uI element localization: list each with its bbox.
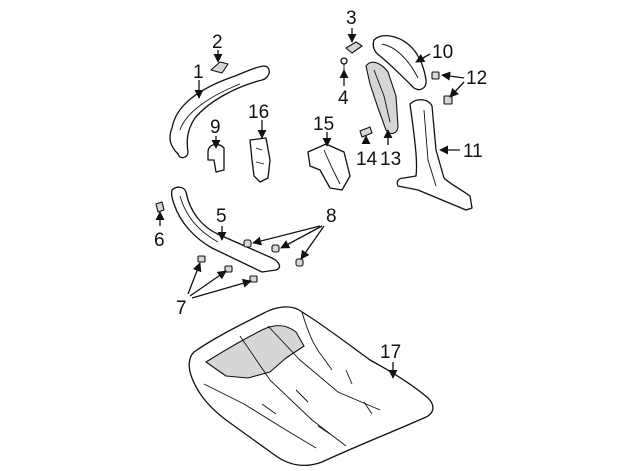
part-13-pillar-garnish bbox=[365, 61, 399, 135]
callout-labels: 1 2 3 4 5 6 7 8 9 10 11 12 13 14 15 16 1… bbox=[154, 8, 487, 363]
part-12-clips bbox=[431, 71, 453, 105]
part-3-clip bbox=[345, 41, 363, 54]
part-16-bracket bbox=[249, 137, 271, 183]
part-6-clip bbox=[155, 201, 165, 213]
callout-6: 6 bbox=[154, 230, 165, 251]
part-10-upper-trim bbox=[372, 34, 427, 91]
callout-13: 13 bbox=[380, 149, 401, 170]
part-8-retainers bbox=[243, 239, 304, 267]
callout-12: 12 bbox=[466, 68, 487, 89]
callout-16: 16 bbox=[248, 102, 269, 123]
part-1-pillar-trim bbox=[169, 65, 270, 159]
callout-17: 17 bbox=[380, 342, 401, 363]
callout-3: 3 bbox=[346, 8, 357, 29]
part-11-lower-trim bbox=[396, 99, 473, 211]
part-17-carpet bbox=[188, 306, 434, 467]
part-9-bracket bbox=[207, 143, 225, 173]
callout-10: 10 bbox=[432, 42, 453, 63]
callout-11: 11 bbox=[463, 141, 483, 162]
callout-7: 7 bbox=[176, 298, 187, 319]
callout-15: 15 bbox=[313, 114, 334, 135]
leader-lines bbox=[155, 28, 465, 379]
callout-8: 8 bbox=[326, 206, 337, 227]
callout-14: 14 bbox=[356, 149, 378, 170]
callout-4: 4 bbox=[338, 88, 349, 109]
part-2-clip bbox=[210, 61, 229, 74]
part-15-reinforcement bbox=[307, 143, 351, 191]
part-5-scuff-plate bbox=[170, 186, 281, 273]
callout-9: 9 bbox=[210, 117, 221, 138]
callout-5: 5 bbox=[216, 206, 227, 227]
callout-2: 2 bbox=[212, 32, 223, 53]
part-14-screw bbox=[359, 126, 373, 138]
callout-1: 1 bbox=[193, 62, 204, 83]
part-4-screw bbox=[340, 57, 348, 72]
